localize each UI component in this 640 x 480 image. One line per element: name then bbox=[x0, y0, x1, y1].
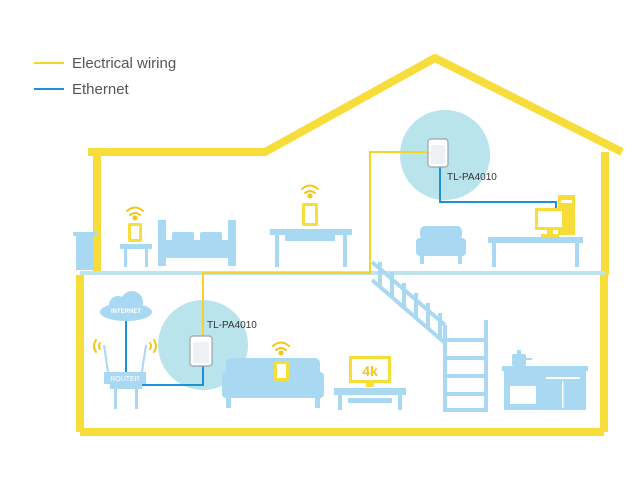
tv bbox=[349, 356, 391, 387]
tv-stand bbox=[334, 388, 406, 410]
wifi-icon bbox=[272, 341, 290, 356]
adapter-label-lower: TL-PA4010 bbox=[207, 320, 257, 331]
legend: Electrical wiring Ethernet bbox=[34, 50, 176, 102]
outside-box bbox=[73, 232, 97, 270]
internet-label: INTERNET bbox=[111, 309, 141, 315]
electrical-wiring-swatch bbox=[34, 62, 64, 64]
legend-item-ethernet: Ethernet bbox=[34, 76, 176, 102]
ethernet-swatch bbox=[34, 88, 64, 90]
powerline-adapter-upper bbox=[427, 138, 449, 168]
internet-cloud bbox=[100, 291, 152, 321]
staircase bbox=[370, 260, 488, 412]
wifi-icon bbox=[301, 184, 319, 199]
legend-label: Electrical wiring bbox=[72, 54, 177, 72]
desk-center bbox=[270, 229, 352, 267]
sofa bbox=[222, 358, 324, 408]
router bbox=[103, 344, 147, 409]
tv-resolution-label: 4k bbox=[362, 363, 378, 379]
tablet-upstairs bbox=[128, 223, 142, 242]
nightstand-left bbox=[120, 244, 152, 267]
legend-item-electrical: Electrical wiring bbox=[34, 50, 176, 76]
electrical-wiring-path bbox=[202, 151, 428, 340]
tablet-sofa bbox=[274, 361, 289, 381]
bed bbox=[158, 220, 236, 266]
house-walls bbox=[76, 54, 624, 436]
adapter-label-upper: TL-PA4010 bbox=[447, 172, 497, 183]
tablet-desk bbox=[302, 203, 318, 226]
kitchen-details bbox=[510, 377, 580, 408]
computer bbox=[535, 195, 575, 237]
wifi-icon bbox=[126, 206, 144, 221]
powerline-adapter-lower bbox=[189, 335, 213, 367]
legend-label: Ethernet bbox=[72, 80, 129, 98]
router-label: ROUTER bbox=[110, 376, 140, 383]
armchair bbox=[416, 226, 466, 264]
computer-desk bbox=[488, 237, 583, 267]
wifi-icon bbox=[93, 339, 157, 353]
